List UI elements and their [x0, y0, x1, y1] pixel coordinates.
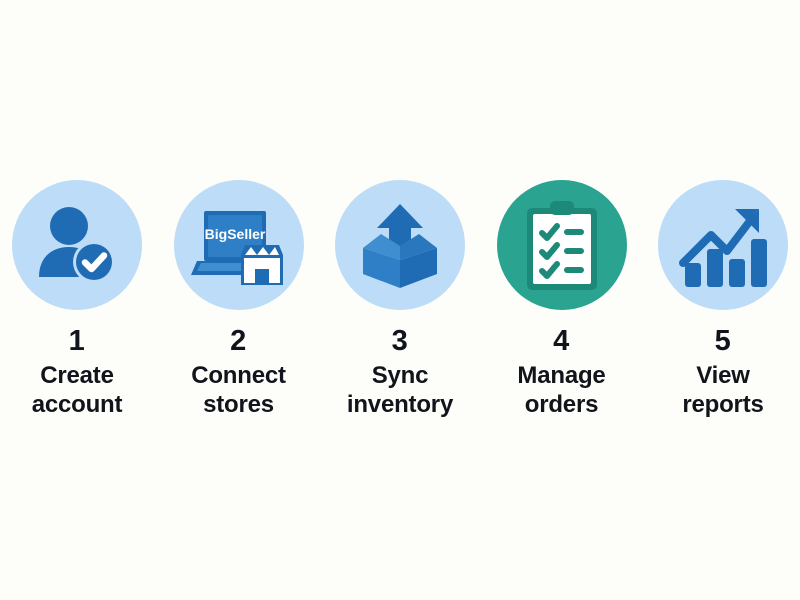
- laptop-storefront-icon: BigSeller: [190, 199, 287, 291]
- step-4-caption: 4 Manage orders: [517, 324, 605, 419]
- step-2-label: Connect stores: [191, 362, 286, 418]
- brand-text: BigSeller: [204, 226, 265, 242]
- step-3-number: 3: [391, 325, 409, 357]
- step-4-icon-circle: [496, 180, 627, 310]
- step-5-icon-circle: [658, 180, 788, 310]
- step-3-caption: 3 Sync inventory: [347, 324, 453, 419]
- step-1-label: Create account: [31, 362, 123, 418]
- step-5-label: View reports: [682, 362, 764, 418]
- steps-row: 1 Create account BigSeller: [0, 180, 800, 419]
- step-item-2[interactable]: BigSeller 2 Connect stores: [164, 180, 314, 419]
- step-3-label: Sync inventory: [346, 362, 454, 418]
- step-5-caption: 5 View reports: [682, 324, 763, 419]
- open-box-up-arrow-icon: [353, 198, 447, 292]
- step-5-number: 5: [714, 325, 732, 357]
- step-4-label: Manage orders: [517, 362, 606, 418]
- step-1-caption: 1 Create account: [32, 324, 123, 419]
- step-1-number: 1: [68, 325, 86, 357]
- step-4-number: 4: [553, 325, 570, 357]
- step-item-5[interactable]: 5 View reports: [648, 180, 798, 419]
- clipboard-checklist-icon: [521, 198, 603, 292]
- step-2-caption: 2 Connect stores: [191, 324, 286, 419]
- step-2-icon-circle: BigSeller: [173, 180, 304, 310]
- step-1-icon-circle: [12, 180, 142, 310]
- step-2-number: 2: [230, 325, 247, 357]
- step-item-3[interactable]: 3 Sync inventory: [325, 180, 475, 419]
- bar-chart-trend-up-icon: [677, 201, 769, 289]
- step-item-1[interactable]: 1 Create account: [2, 180, 152, 419]
- user-check-icon: [31, 199, 123, 291]
- step-3-icon-circle: [335, 180, 465, 310]
- step-item-4[interactable]: 4 Manage orders: [487, 180, 637, 419]
